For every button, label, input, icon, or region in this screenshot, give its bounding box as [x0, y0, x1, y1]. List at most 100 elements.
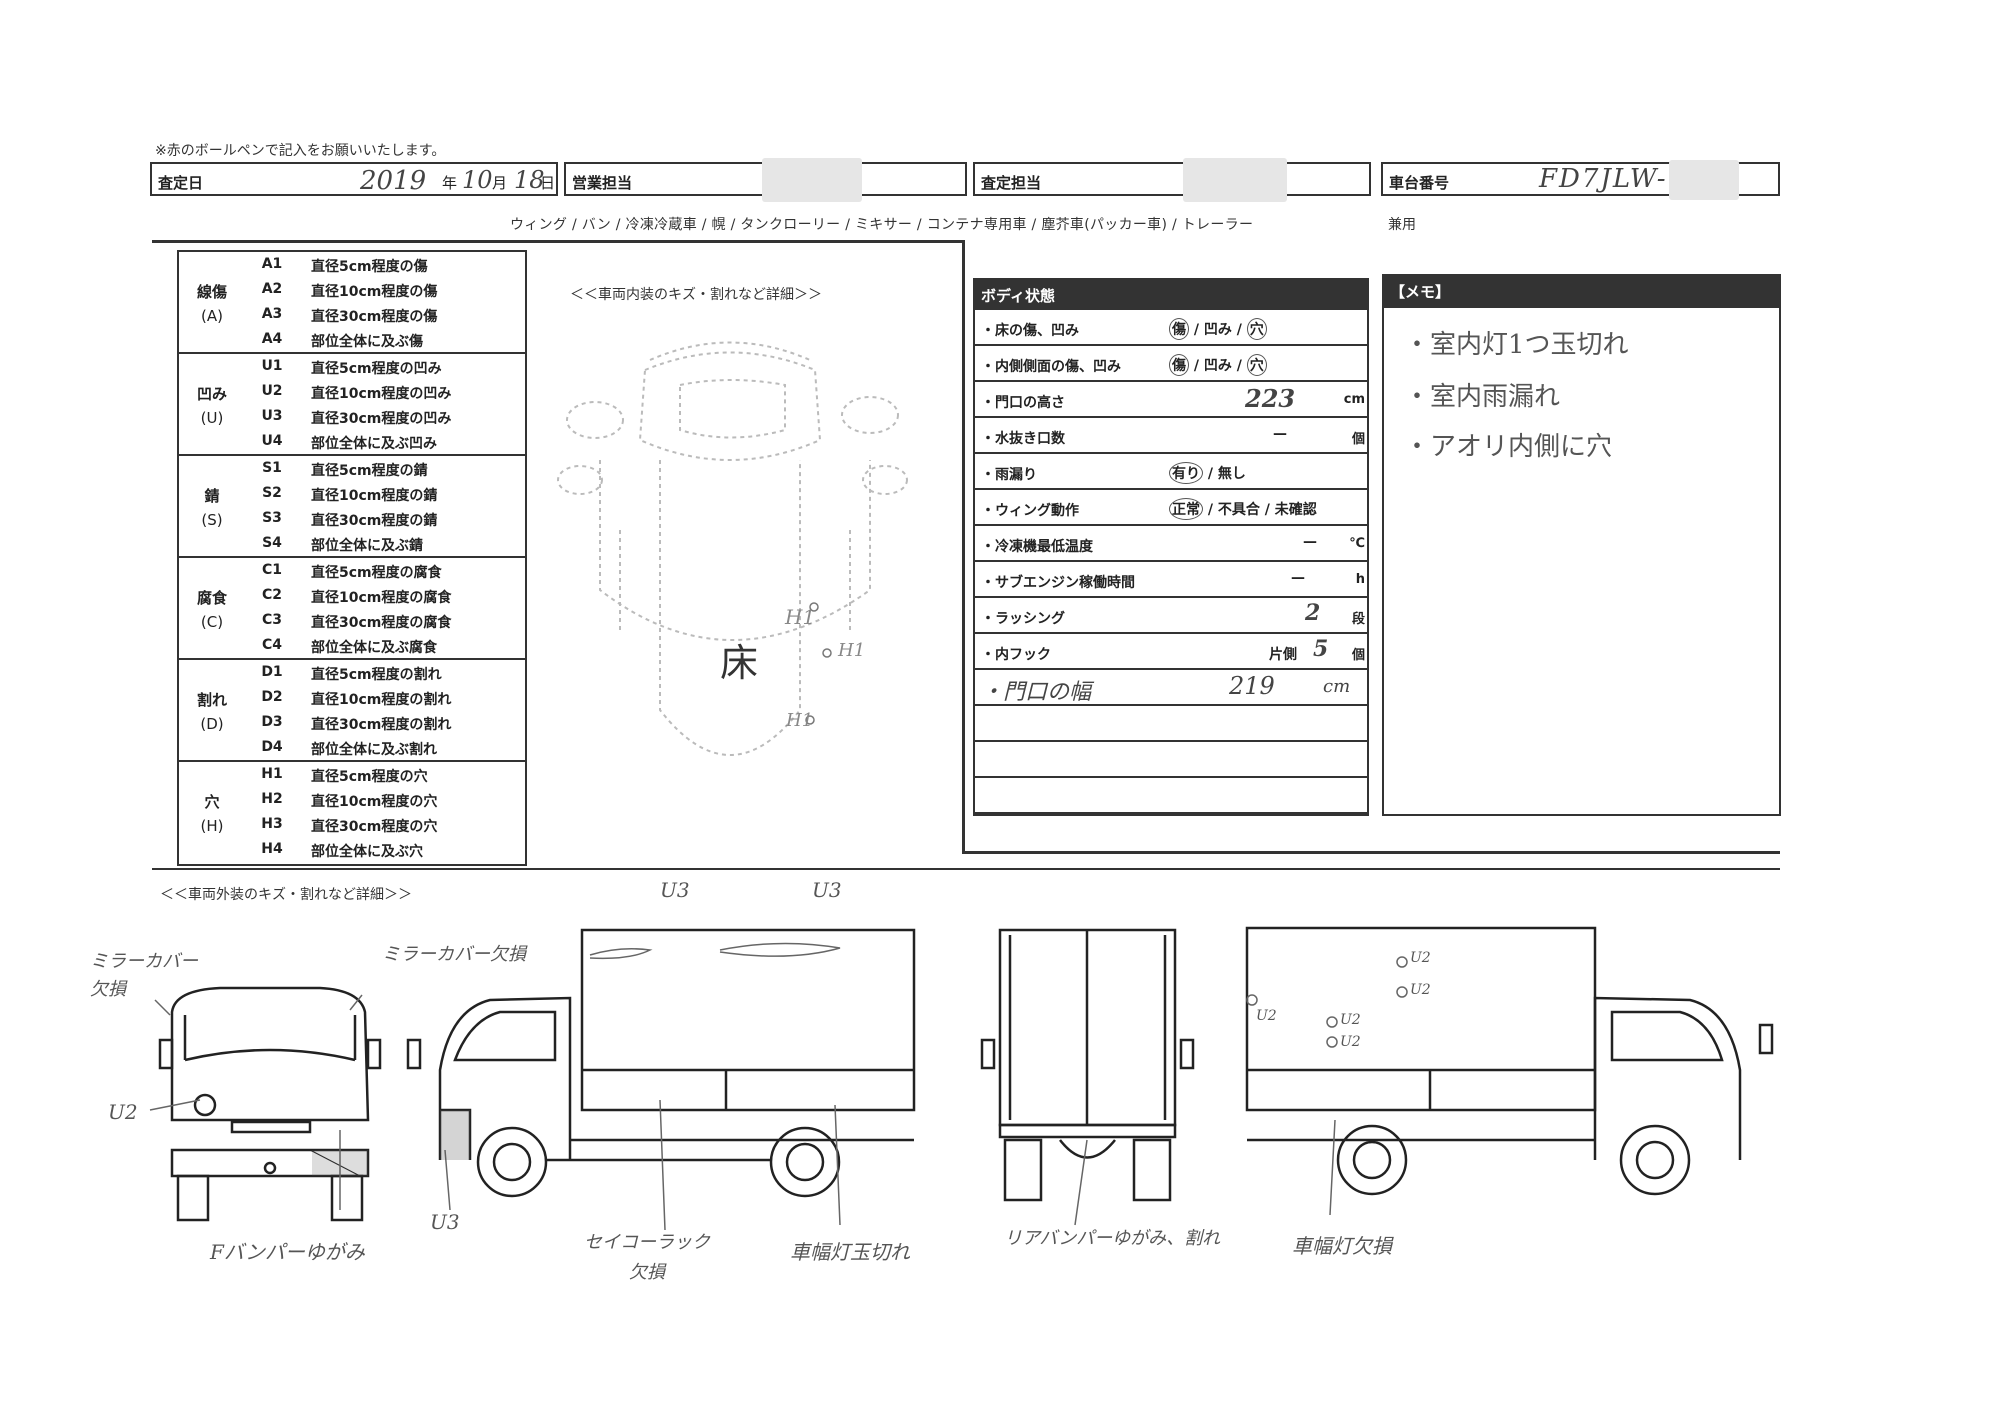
wing-ok: 正常 — [1169, 498, 1203, 520]
drain-unit: 個 — [1351, 432, 1365, 447]
legend-group-name: 腐食(C) — [187, 586, 237, 634]
legend-description: 直径5cm程度の腐食 — [311, 565, 442, 581]
leak-no: 無し — [1217, 466, 1246, 482]
legend-description: 直径5cm程度の穴 — [311, 769, 428, 785]
date-year-unit: 年 — [442, 174, 458, 192]
hook-label: ・内フック — [981, 647, 1051, 663]
leak-options: 有り / 無し — [1169, 462, 1246, 484]
legend-description: 部位全体に及ぶ穴 — [311, 844, 423, 860]
wing-label: ・ウィング動作 — [981, 503, 1079, 519]
legend-code: C3 — [261, 612, 282, 628]
chassis-value: FD7JLW- — [1539, 164, 1668, 194]
divider — [152, 868, 1780, 870]
legend-code: U2 — [261, 383, 283, 399]
assessor-label: 査定担当 — [981, 174, 1042, 192]
legend-group-name: 穴(H) — [187, 790, 237, 838]
legend-code: S2 — [262, 485, 282, 501]
subengine-label: ・サブエンジン稼働時間 — [981, 575, 1135, 591]
hole-label: H1 — [838, 640, 866, 661]
exterior-caption: ＜＜車両外装のキズ・割れなど詳細＞＞ — [160, 887, 412, 903]
door-width-value: 219 — [1229, 672, 1275, 700]
legend-code: C2 — [261, 587, 282, 603]
floor-damage-hole: 穴 — [1246, 318, 1267, 340]
legend-description: 直径10cm程度の腐食 — [311, 590, 452, 606]
legend-description: 部位全体に及ぶ錆 — [311, 538, 423, 554]
legend-code: C4 — [261, 637, 282, 653]
lashing-value: 2 — [1305, 600, 1321, 626]
truck-right-side-view — [1245, 926, 1774, 1196]
legend-group-name: 割れ(D) — [187, 688, 237, 736]
legend-code: D4 — [261, 739, 283, 755]
date-year: 2019 — [360, 166, 427, 196]
note-side-lamp-missing: 車幅灯欠損 — [1292, 1234, 1392, 1258]
legend-code: D3 — [261, 714, 283, 730]
legend-code: A2 — [261, 281, 283, 297]
legend-description: 直径30cm程度の割れ — [311, 717, 452, 733]
row-hook: ・内フック 片側 5 個 — [973, 634, 1369, 670]
freezer-label: ・冷凍機最低温度 — [981, 539, 1093, 555]
wing-unchecked: 未確認 — [1274, 502, 1317, 518]
dent-mark — [1326, 1036, 1338, 1048]
drain-label: ・水抜き口数 — [981, 431, 1065, 447]
legend-group-code: (C) — [200, 613, 224, 631]
divider — [962, 851, 1780, 854]
note-mirror-right: ミラーカバー欠損 — [382, 944, 526, 965]
leader-line — [339, 1099, 1336, 1231]
side-damage-hole: 穴 — [1246, 354, 1267, 376]
subengine-unit: h — [1355, 572, 1365, 587]
legend-code: C1 — [261, 562, 282, 578]
door-width-unit: cm — [1323, 676, 1351, 697]
freezer-value: — — [1303, 534, 1317, 550]
legend-description: 直径10cm程度の割れ — [311, 692, 452, 708]
legend-description: 直径10cm程度の穴 — [311, 794, 438, 810]
legend-code: D2 — [261, 689, 283, 705]
body-type-extra: 兼用 — [1388, 217, 1416, 233]
legend-group-title: 凹み — [196, 385, 227, 403]
memo-line: ・室内灯1つ玉切れ — [1404, 330, 1629, 360]
row-door-width: ・門口の幅 219 cm — [973, 670, 1369, 706]
door-width-label: ・門口の幅 — [981, 680, 1092, 705]
dent-mark — [589, 948, 653, 960]
row-door-height: ・門口の高さ 223 cm — [973, 382, 1369, 418]
legend-code: A1 — [261, 256, 283, 272]
legend-group-title: 割れ — [196, 691, 227, 709]
dent-label: U2 — [1410, 950, 1431, 966]
side-damage-label: ・内側側面の傷、凹み — [981, 359, 1121, 375]
legend-code: U4 — [261, 433, 283, 449]
row-empty — [973, 706, 1369, 742]
leak-yes: 有り — [1169, 462, 1203, 484]
legend-group-name: 錆 (S) — [187, 484, 237, 532]
dent-mark — [719, 942, 841, 957]
legend-code: H2 — [261, 791, 283, 807]
chassis-box: 車台番号 FD7JLW- — [1381, 160, 1780, 200]
floor-damage-label: ・床の傷、凹み — [981, 323, 1079, 339]
assessor-box: 査定担当 — [973, 158, 1371, 202]
side-damage-options: 傷 / 凹み / 穴 — [1169, 354, 1267, 376]
legend-code: H3 — [261, 816, 283, 832]
sales-box: 営業担当 — [564, 158, 967, 202]
date-label: 査定日 — [158, 174, 204, 192]
dent-label: U2 — [1340, 1034, 1361, 1050]
legend-code: S3 — [262, 510, 282, 526]
legend-group-code: (S) — [201, 511, 223, 529]
instruction-note: ※赤のボールペンで記入をお願いいたします。 — [155, 143, 446, 159]
divider — [152, 240, 964, 243]
legend-description: 部位全体に及ぶ割れ — [311, 742, 437, 758]
wing-options: 正常 / 不具合 / 未確認 — [1169, 498, 1317, 520]
legend-group-code: (U) — [200, 409, 224, 427]
legend-description: 部位全体に及ぶ腐食 — [311, 640, 437, 656]
legend-group-title: 穴 — [204, 793, 220, 811]
legend-description: 直径5cm程度の凹み — [311, 361, 442, 377]
legend-group-title: 錆 — [204, 487, 220, 505]
legend-description: 直径10cm程度の傷 — [311, 284, 438, 300]
legend-description: 直径5cm程度の傷 — [311, 259, 428, 275]
row-subengine: ・サブエンジン稼働時間 — h — [973, 562, 1369, 598]
truck-left-side-view — [406, 928, 916, 1198]
redacted-number — [1669, 160, 1739, 200]
divider — [962, 240, 965, 854]
row-drain: ・水抜き口数 — 個 — [973, 418, 1369, 454]
